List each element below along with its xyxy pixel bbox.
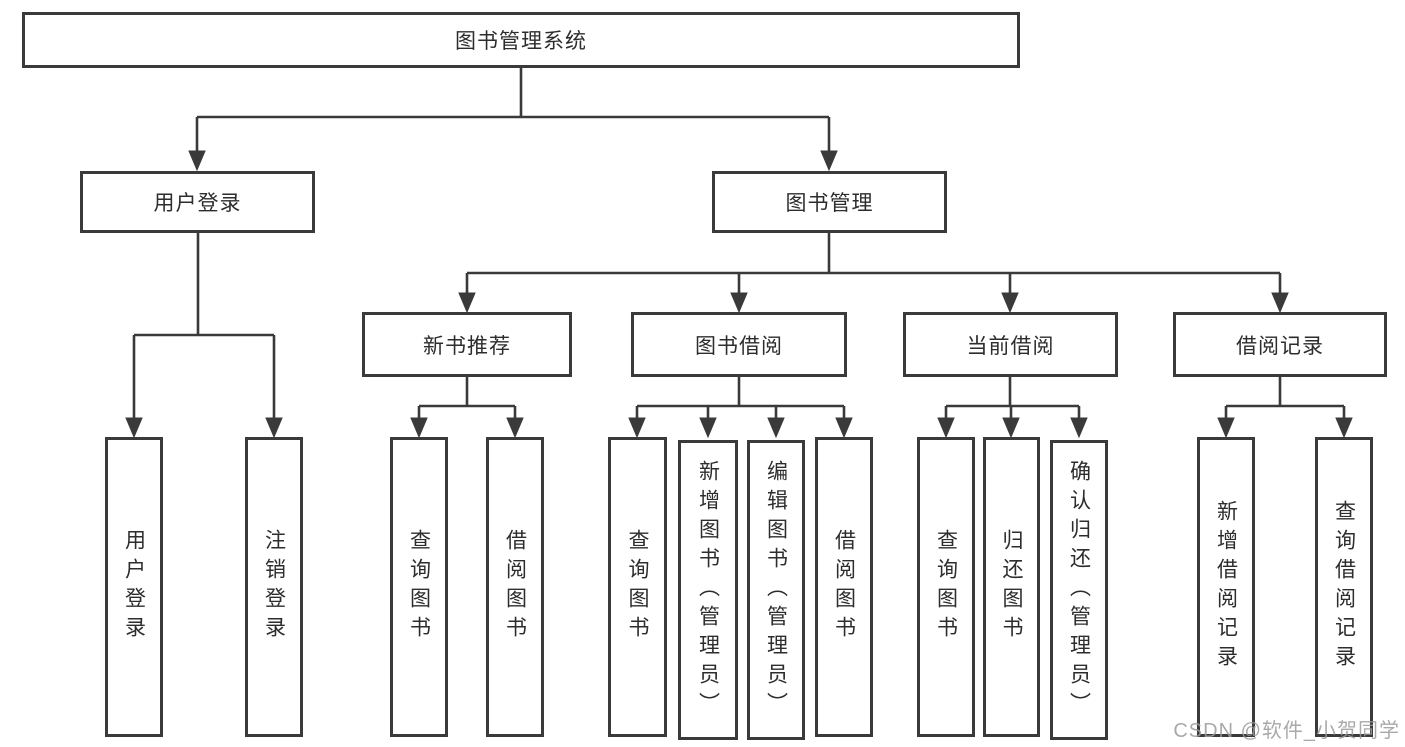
node-leaf-user-login: 用户登录: [105, 437, 163, 737]
node-label: 新增借阅记录: [1214, 500, 1238, 674]
node-group-current-borrow: 当前借阅: [903, 312, 1118, 377]
csdn-watermark: CSDN @软件_小贺同学: [1173, 720, 1400, 742]
node-leaf-br-add-record: 新增借阅记录: [1197, 437, 1255, 737]
node-group-borrow-records: 借阅记录: [1173, 312, 1387, 377]
connector-current-borrow-to-leaves: [937, 377, 1088, 439]
node-label: 借阅图书: [832, 529, 856, 645]
node-label: 图书管理系统: [455, 30, 587, 53]
node-leaf-bb-add-book-admin: 新增图书（管理员）: [678, 440, 738, 740]
node-group-new-book-recommend: 新书推荐: [362, 312, 572, 377]
connector-borrow-records-to-leaves: [1217, 377, 1353, 439]
node-label: 用户登录: [153, 192, 242, 215]
node-label: 图书管理: [785, 192, 874, 215]
node-label: 查询图书: [407, 529, 431, 645]
connector-user-login-to-leaves: [125, 233, 283, 439]
connector-book-borrow-to-leaves: [628, 377, 853, 439]
node-label: 新增图书（管理员）: [696, 459, 720, 721]
node-label: 借阅记录: [1236, 334, 1324, 358]
node-label: 查询图书: [626, 529, 649, 645]
node-label: 借阅图书: [503, 529, 527, 645]
node-label: 归还图书: [1000, 529, 1023, 645]
node-branch-user-login: 用户登录: [80, 171, 315, 233]
node-label: 新书推荐: [423, 334, 511, 358]
node-branch-book-management: 图书管理: [712, 171, 947, 233]
node-label: 注销登录: [262, 529, 286, 645]
node-leaf-bb-borrow-book: 借阅图书: [815, 437, 873, 737]
node-root-system: 图书管理系统: [22, 12, 1020, 68]
connector-new-book-recommend-to-leaves: [410, 377, 524, 439]
node-leaf-nbr-borrow-book: 借阅图书: [486, 437, 544, 737]
node-label: 查询图书: [934, 529, 958, 645]
node-leaf-bb-query-book: 查询图书: [608, 437, 667, 737]
node-leaf-bb-edit-book-admin: 编辑图书（管理员）: [747, 440, 805, 740]
node-label: 编辑图书（管理员）: [764, 459, 788, 721]
node-leaf-cb-confirm-return-admin: 确认归还（管理员）: [1050, 440, 1108, 740]
node-leaf-nbr-query-book: 查询图书: [390, 437, 448, 737]
node-group-book-borrow: 图书借阅: [631, 312, 847, 377]
node-leaf-logout-login: 注销登录: [245, 437, 303, 737]
connector-root-to-level2: [188, 68, 838, 172]
node-label: 当前借阅: [966, 334, 1055, 358]
node-label: 确认归还（管理员）: [1067, 459, 1091, 721]
node-label: 用户登录: [122, 529, 146, 645]
node-leaf-cb-return-book: 归还图书: [983, 437, 1040, 737]
node-label: 图书借阅: [695, 334, 783, 358]
node-label: 查询借阅记录: [1332, 500, 1356, 674]
node-leaf-cb-query-book: 查询图书: [917, 437, 975, 737]
connector-book-management-to-groups: [458, 233, 1289, 314]
node-leaf-br-query-record: 查询借阅记录: [1315, 437, 1373, 737]
